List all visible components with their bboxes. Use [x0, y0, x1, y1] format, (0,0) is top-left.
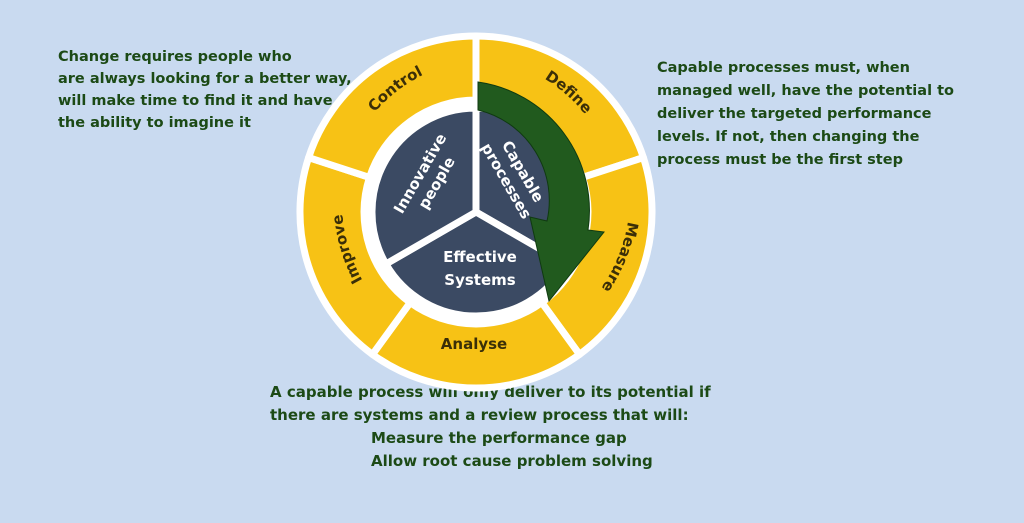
cycle-arrow [477, 81, 605, 303]
note-line: process must be the first step [657, 152, 903, 168]
note-line: Capable processes must, when [657, 60, 910, 76]
note-innovative-people: Change requires people who are always lo… [58, 46, 352, 134]
note-line: levels. If not, then changing the [657, 129, 920, 145]
note-line: Allow root cause problem solving [371, 452, 653, 470]
note-line: A capable process will only deliver to i… [270, 383, 711, 401]
note-effective-systems: A capable process will only deliver to i… [270, 381, 711, 473]
segment-label-analyse: Analyse [441, 335, 507, 353]
note-line: the ability to imagine it [58, 115, 251, 131]
core-circle [364, 100, 588, 324]
core-label-line: Systems [444, 271, 515, 289]
note-line: managed well, have the potential to [657, 83, 954, 99]
cycle-segments [296, 32, 656, 392]
core-label-line: Effective [443, 248, 517, 266]
core-label-effective-systems: Effective Systems [443, 248, 517, 289]
note-line: are always looking for a better way, [58, 71, 352, 87]
note-line: Change requires people who [58, 49, 292, 65]
note-capable-processes: Capable processes must, when managed wel… [657, 57, 954, 172]
core-wedge-innovative [368, 104, 480, 268]
note-line: will make time to find it and have [58, 93, 333, 109]
note-line: deliver the targeted performance [657, 106, 932, 122]
note-line: Measure the performance gap [371, 429, 627, 447]
note-line: there are systems and a review process t… [270, 406, 689, 424]
